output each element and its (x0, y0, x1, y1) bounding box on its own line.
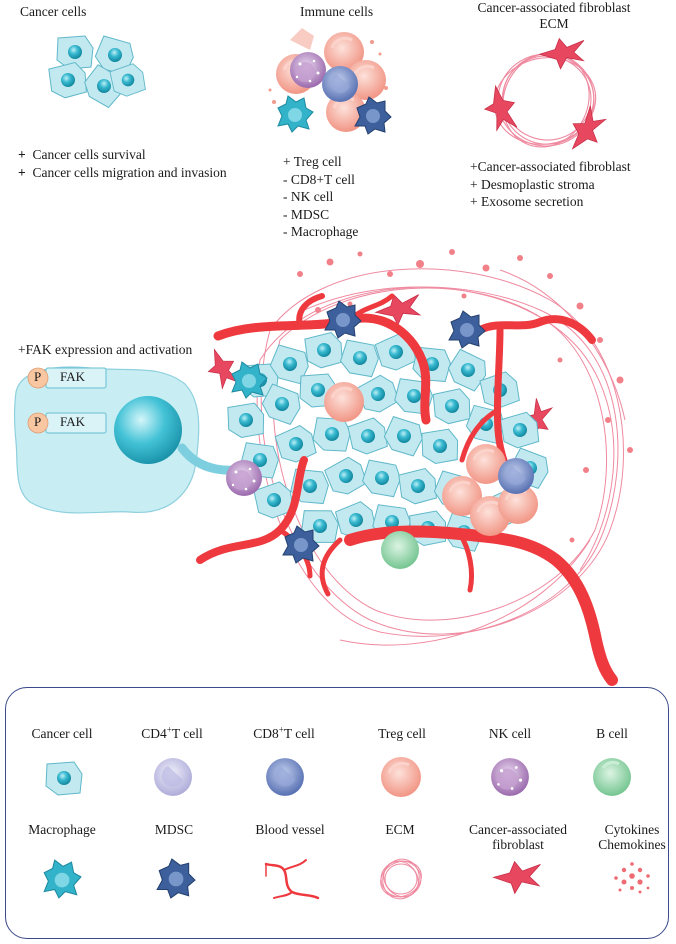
phospho-label: P (34, 414, 42, 429)
fak-heading: +FAK expression and activation (18, 342, 193, 357)
caf-effect-item: + Desmoplastic stroma (470, 176, 595, 192)
legend-label-treg-cell: Treg cell (378, 726, 426, 741)
legend-panel (5, 687, 669, 939)
cancer-effects-list: + Cancer cells survival + Cancer cells m… (18, 147, 227, 180)
legend-label-blood-vessel: Blood vessel (255, 822, 325, 837)
immune-effect-item: - NK cell (283, 189, 334, 204)
caf-effect-item: + Exosome secretion (470, 194, 584, 209)
cancer-cell-icon (45, 761, 83, 796)
fak-cancer-cell-icon (13, 366, 272, 514)
b-cell-icon (593, 758, 631, 796)
fak-label: FAK (60, 414, 86, 429)
legend-label-ecm: ECM (385, 822, 415, 837)
legend-label-b-cell: B cell (596, 726, 628, 741)
cancer-cells-title: Cancer cells (20, 4, 87, 19)
caf-effect-item: +Cancer-associated fibroblast (470, 159, 631, 174)
fak-label: FAK (60, 369, 86, 384)
immune-effect-item: - CD8+T cell (283, 171, 355, 187)
fibroblast-icon (491, 857, 545, 897)
mdsc-icon (156, 858, 196, 899)
caf-effects-list: +Cancer-associated fibroblast + Desmopla… (470, 158, 631, 211)
macrophage-icon (43, 859, 82, 899)
phospho-label: P (34, 369, 42, 384)
immune-effect-item: - MDSC (283, 206, 330, 222)
immune-cells-title: Immune cells (300, 4, 374, 19)
caf-title: Cancer-associated fibroblast ECM (454, 0, 654, 32)
legend-label-nk-cell: NK cell (488, 726, 532, 741)
ecm-fibroblast-icon (478, 34, 612, 159)
immune-effect-item: - Macrophage (283, 224, 359, 239)
tumor-microenvironment-illustration (196, 249, 633, 686)
treg-cell-icon (379, 755, 423, 799)
cd4-t-cell-icon (154, 758, 192, 796)
ecm-icon (380, 858, 422, 900)
cd8-t-cell-icon (266, 758, 304, 796)
cancer-effect-item: Cancer cells migration and invasion (32, 164, 227, 180)
legend-label-cd4-t-cell: CD4+T cell (141, 724, 203, 741)
immune-cells-cluster-icon (268, 28, 392, 135)
cancer-cells-cluster-icon (46, 33, 149, 111)
legend-label-cancer-cell: Cancer cell (31, 726, 93, 741)
nk-cell-icon (491, 758, 529, 796)
caf-title-line2: ECM (539, 16, 569, 31)
cytokines-icon (614, 862, 650, 894)
immune-effect-item: + Treg cell (283, 154, 342, 169)
legend-label-cd8-t-cell: CD8+T cell (253, 724, 315, 741)
legend-label-mdsc: MDSC (154, 822, 194, 837)
blood-vessel-icon (264, 859, 320, 900)
caf-title-line1: Cancer-associated fibroblast (477, 0, 631, 15)
cancer-effect-item: Cancer cells survival (32, 147, 146, 162)
immune-effects-list: + Treg cell - CD8+T cell - NK cell - MDS… (283, 153, 358, 241)
legend-label-macrophage: Macrophage (28, 822, 96, 837)
